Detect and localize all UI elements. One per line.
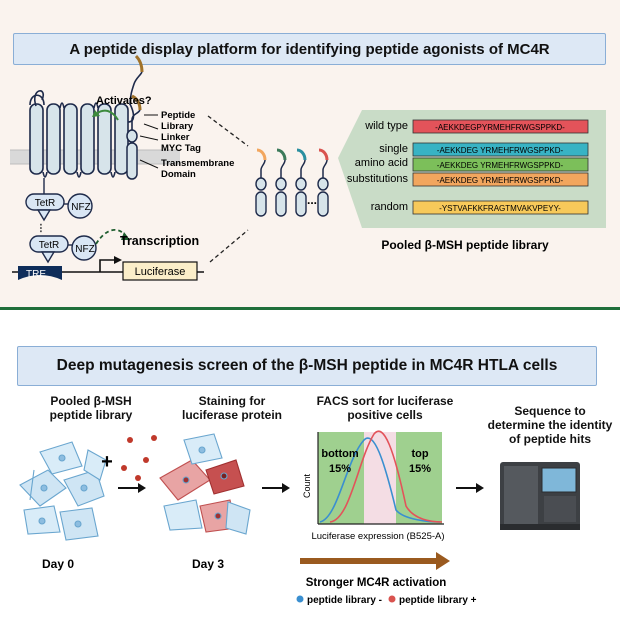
cells-day0 <box>19 441 107 541</box>
panel-divider <box>0 307 620 310</box>
promoter-arrow <box>99 259 116 272</box>
day0-label: Day 0 <box>42 557 74 571</box>
x-axis-label: Luciferase expression (B525-A) <box>311 531 444 542</box>
label-wild-type: wild type <box>364 120 408 132</box>
step2-label: Staining for luciferase protein <box>181 394 283 422</box>
label-substitutions: substitutions <box>347 173 409 185</box>
library-constructs: ... <box>255 148 329 217</box>
luciferase-label: Luciferase <box>135 266 186 278</box>
label-amino-acid: amino acid <box>355 157 408 169</box>
cells-day3 <box>159 433 251 535</box>
callout-linker: Linker <box>161 132 190 143</box>
seq-bar-sub-3 <box>412 172 589 187</box>
label-random: random <box>371 201 408 213</box>
promoter-arrowhead <box>114 256 122 264</box>
seq-bar-random <box>412 200 589 215</box>
callout-domain: Domain <box>161 169 196 180</box>
mc4r-receptor <box>29 90 135 178</box>
transcription-label: Transcription <box>120 234 199 248</box>
seq-text-sub-1: -AEKKDEG YRMEHFRWGSPPKD- <box>437 146 564 155</box>
library-caption: Pooled β-MSH peptide library <box>381 238 549 252</box>
plus-sign: + <box>101 451 113 473</box>
legend-plus-label: peptide library + <box>399 595 477 606</box>
legend-plus-dot <box>388 595 396 603</box>
facs-histogram: Count bottom 15% top 15% Luciferase expr… <box>302 430 445 542</box>
callout-library: Library <box>161 121 194 132</box>
curve-minus <box>319 437 441 523</box>
peptide-construct <box>126 54 144 180</box>
stronger-label: Stronger MC4R activation <box>306 577 447 589</box>
seq-text-sub-3: -AEKKDEG YRMEHFRWGSPPKD- <box>437 176 564 185</box>
tetr-label-2: TetR <box>39 240 60 251</box>
seq-text-sub-2: -AEKKDEG YRMEHFRWGSPPKD- <box>437 161 564 170</box>
tre-element <box>18 266 62 280</box>
transcription-arrowhead <box>121 232 130 240</box>
step1-label: Pooled β-MSH peptide library <box>49 394 133 422</box>
library-ellipsis: ... <box>307 193 317 207</box>
top-diagram: Activates? Peptide Library Linker MYC Ta… <box>10 54 606 281</box>
seq-bar-sub-2 <box>412 157 589 172</box>
activates-label: Activates? <box>96 95 152 107</box>
gate-top-line1: top <box>411 448 428 460</box>
stain-particles <box>121 435 157 481</box>
gate-bottom-line2: 15% <box>329 463 351 475</box>
seq-bar-sub-1 <box>412 142 589 157</box>
step3-label: FACS sort for luciferase positive cells <box>316 394 454 422</box>
luciferase-gene <box>122 261 198 281</box>
nfz-label-1: NFZ <box>71 202 90 213</box>
step4-label: Sequence to determine the identity of pe… <box>487 404 613 446</box>
activates-arrow <box>95 109 119 121</box>
legend-minus-label: peptide library - <box>307 595 382 606</box>
tetr-label-1: TetR <box>35 198 56 209</box>
stronger-arrowhead <box>436 552 450 570</box>
arrow-2-head <box>282 483 290 493</box>
sequencer-icon <box>500 462 580 530</box>
gate-top-line2: 15% <box>409 463 431 475</box>
sequence-labels: wild type single amino acid substitution… <box>347 120 409 213</box>
nfz-label-2: NFZ <box>75 244 94 255</box>
callout-myc-tag: MYC Tag <box>161 143 201 154</box>
curve-plus <box>329 430 443 523</box>
y-axis-label: Count <box>302 474 312 499</box>
bottom-title: Deep mutagenesis screen of the β-MSH pep… <box>17 346 597 386</box>
stronger-arrow <box>300 558 438 564</box>
callout-peptide: Peptide <box>161 110 195 121</box>
transcription-arrow <box>95 229 127 245</box>
top-title: A peptide display platform for identifyi… <box>13 33 606 65</box>
tetr-nfz-upper: TetR NFZ ... <box>25 178 93 233</box>
seq-text-random: -YSTVAFKKFRAGTMVAKVPEYY- <box>439 204 561 213</box>
callout-lines <box>139 114 159 169</box>
tetr-nfz-lower: TetR NFZ <box>29 235 97 264</box>
sequence-bars: -AEKKDEGPYRMEHFRWGSPPKD- -AEKKDEG YRMEHF… <box>412 119 589 215</box>
seq-text-wild-type: -AEKKDEGPYRMEHFRWGSPPKD- <box>435 123 565 132</box>
seq-bar-wild-type <box>412 119 589 134</box>
legend-minus-dot <box>296 595 304 603</box>
bottom-diagram: + <box>19 430 580 606</box>
gate-top <box>396 432 442 524</box>
zoom-line-bottom <box>209 229 249 263</box>
gate-bottom-line1: bottom <box>321 448 358 460</box>
activates-arrowhead <box>92 110 100 117</box>
label-single: single <box>379 143 408 155</box>
callout-transmembrane: Transmembrane <box>161 158 234 169</box>
arrow-1-head <box>138 483 146 493</box>
day3-label: Day 3 <box>192 557 224 571</box>
tre-label: TRE <box>26 269 46 280</box>
ellipsis-vertical: ... <box>37 223 51 233</box>
zoom-line-top <box>207 115 249 147</box>
arrow-3-head <box>476 483 484 493</box>
